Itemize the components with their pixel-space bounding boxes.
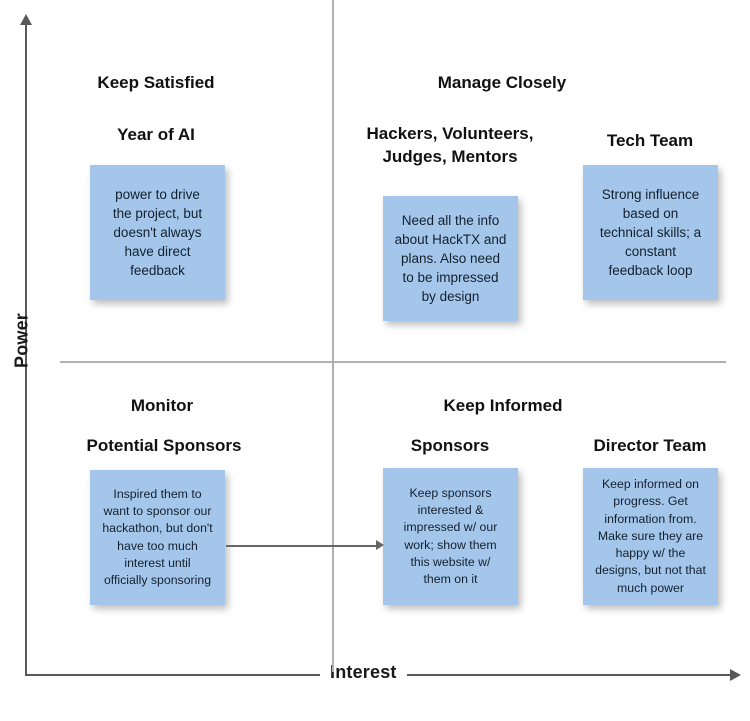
sticky-note-text: Inspired them to want to sponsor our hac… xyxy=(102,486,213,587)
quadrant-title-keep-satisfied: Keep Satisfied xyxy=(97,73,215,92)
sticky-note-text: Strong influence based on technical skil… xyxy=(599,186,702,279)
sticky-note-text: Keep informed on progress. Get informati… xyxy=(595,477,706,595)
group-title-director-team: Director Team xyxy=(593,436,707,455)
power-axis-arrow-icon xyxy=(20,14,32,25)
quadrant-title-keep-informed: Keep Informed xyxy=(443,396,563,415)
sticky-note-tech-team[interactable]: Strong influence based on technical skil… xyxy=(583,165,718,300)
sticky-note-text: Need all the info about HackTX and plans… xyxy=(394,212,507,305)
quadrant-divider-vertical xyxy=(332,0,334,672)
sticky-note-sponsors[interactable]: Keep sponsors interested & impressed w/ … xyxy=(383,468,518,605)
quadrant-title-monitor: Monitor xyxy=(130,396,194,415)
sticky-note-text: power to drive the project, but doesn't … xyxy=(112,186,203,279)
quadrant-title-manage-closely: Manage Closely xyxy=(437,73,567,92)
group-title-potential-sponsors: Potential Sponsors xyxy=(86,436,242,455)
sticky-note-potential-sponsors[interactable]: Inspired them to want to sponsor our hac… xyxy=(90,470,225,605)
interest-axis-label: Interest xyxy=(320,662,407,683)
sticky-note-hackers-volunteers-judges-mentors[interactable]: Need all the info about HackTX and plans… xyxy=(383,196,518,321)
connector-arrow-icon xyxy=(376,540,384,550)
group-title-tech-team: Tech Team xyxy=(606,131,694,150)
connector-potential-sponsors-to-sponsors xyxy=(226,545,378,547)
quadrant-divider-horizontal xyxy=(60,361,726,363)
interest-axis-arrow-icon xyxy=(730,669,741,681)
group-title-sponsors: Sponsors xyxy=(410,436,490,455)
group-title-year-of-ai: Year of AI xyxy=(117,125,195,144)
sticky-note-text: Keep sponsors interested & impressed w/ … xyxy=(403,485,498,586)
sticky-note-year-of-ai[interactable]: power to drive the project, but doesn't … xyxy=(90,165,225,300)
power-axis-label: Power xyxy=(11,312,32,369)
sticky-note-director-team[interactable]: Keep informed on progress. Get informati… xyxy=(583,468,718,605)
group-title-hackers-volunteers-judges-mentors: Hackers, Volunteers, Judges, Mentors xyxy=(366,124,534,166)
power-axis-line xyxy=(25,24,27,675)
